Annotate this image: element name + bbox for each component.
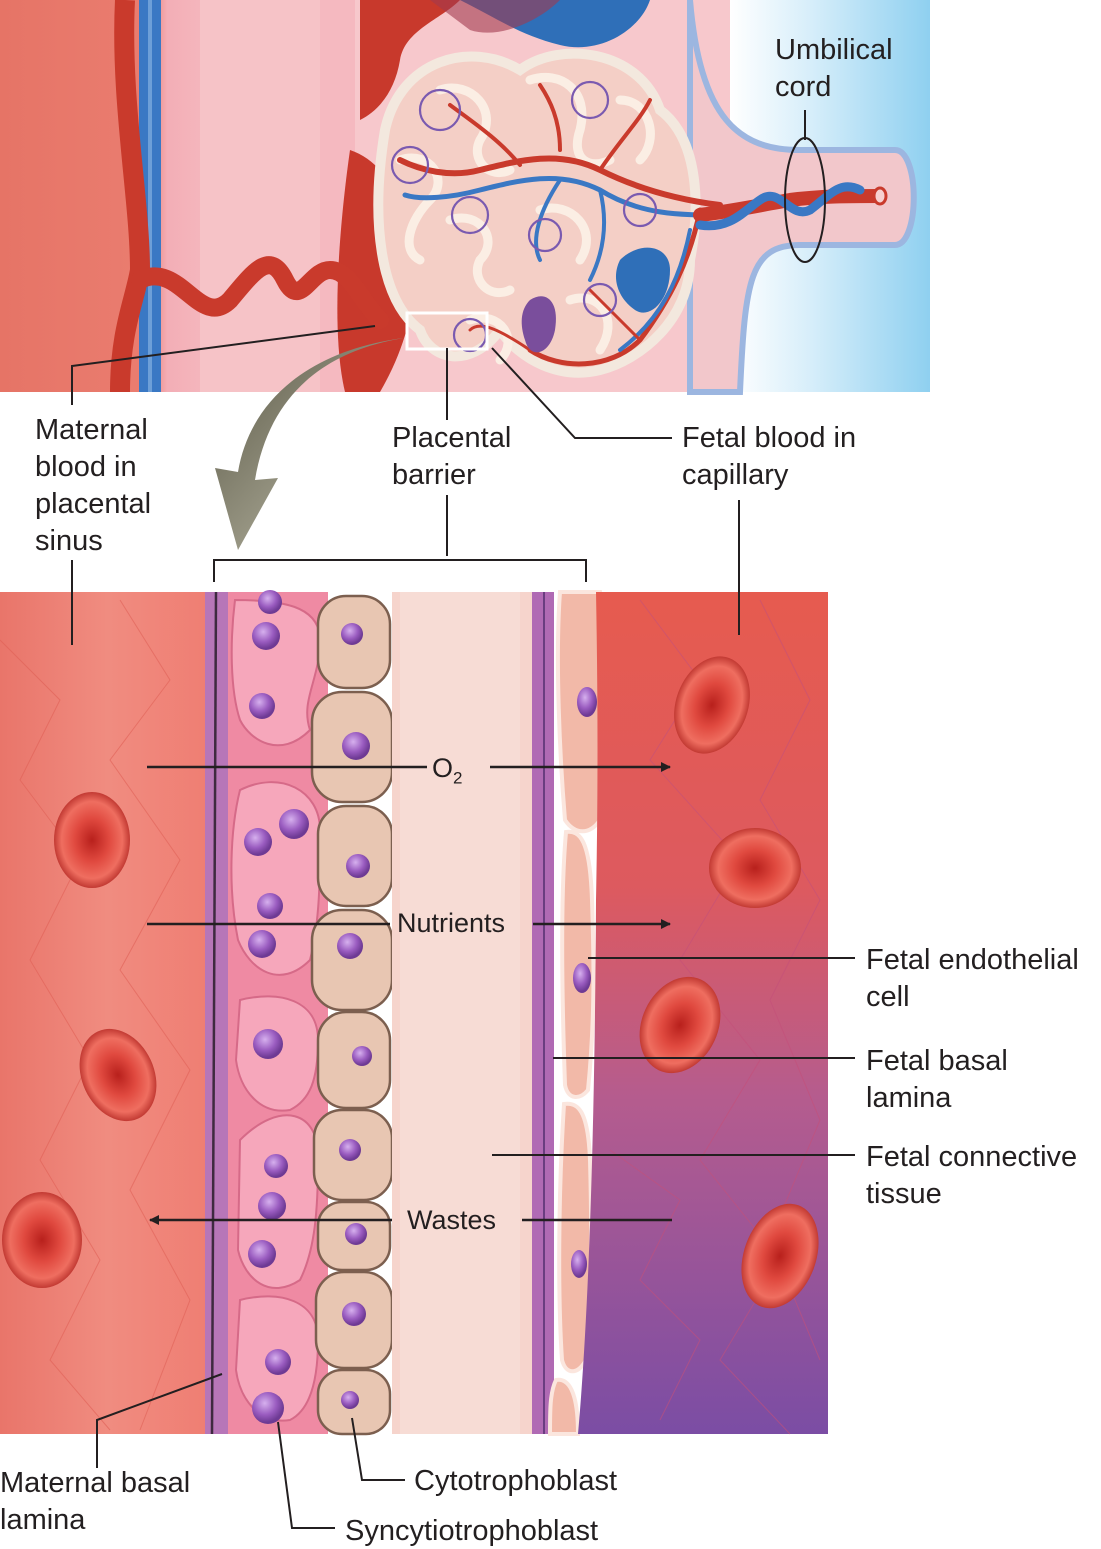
- maternal-blood-label: Maternal blood in placental sinus: [35, 414, 152, 557]
- oxygen-symbol: O: [432, 753, 454, 783]
- oxygen-label: O2: [428, 752, 466, 794]
- nutrients-label: Nutrients: [397, 908, 506, 938]
- maternal-red-blood-cells: [2, 792, 157, 1288]
- fetal-blood-label: Fetal blood in capillary: [682, 422, 857, 491]
- fetal-endothelial-label: Fetal endothelial cell: [866, 944, 1079, 1013]
- flow-arrows: [147, 762, 672, 1225]
- maternal-basal-lamina-label: Maternal basal lamina: [0, 1467, 191, 1536]
- leader-lines: [71, 110, 855, 1529]
- cytotrophoblast-label: Cytotrophoblast: [414, 1465, 618, 1497]
- placenta-overview: [0, 0, 930, 395]
- wastes-label: Wastes: [407, 1205, 497, 1235]
- fetal-red-blood-cells: [639, 656, 819, 1309]
- umbilical-cord-label: Umbilical cord: [775, 34, 893, 103]
- fetal-connective-label: Fetal connective tissue: [866, 1141, 1078, 1210]
- fetal-basal-lamina-label: Fetal basal lamina: [866, 1045, 1008, 1114]
- magnify-arrow: [215, 338, 404, 550]
- placental-barrier-label: Placental barrier: [392, 422, 512, 491]
- syncytiotrophoblast-label: Syncytiotrophoblast: [345, 1515, 599, 1547]
- oxygen-subscript: 2: [453, 768, 463, 788]
- placental-barrier-detail: [0, 590, 828, 1436]
